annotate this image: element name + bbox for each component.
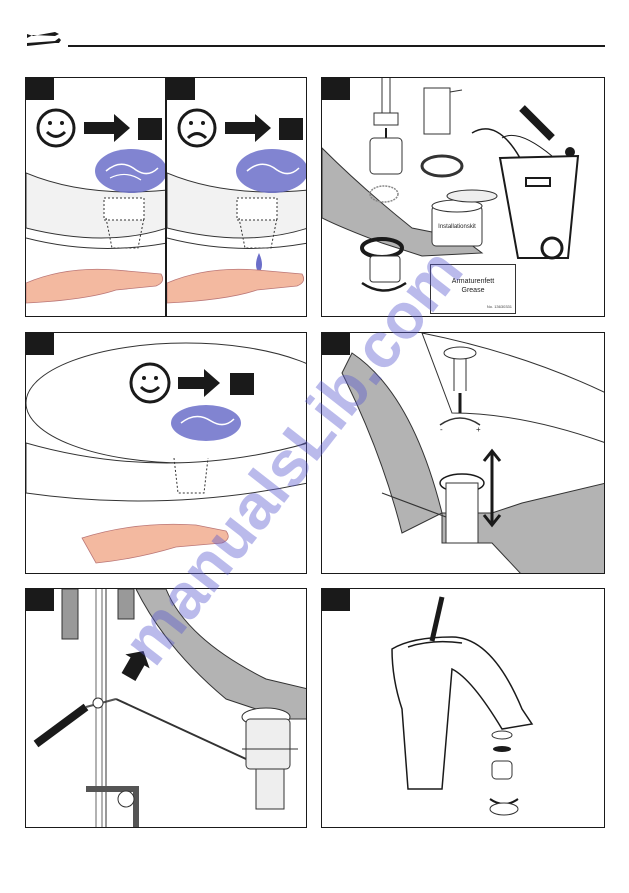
adjust-plus-label: + xyxy=(476,425,481,434)
grease-jar-label: Installationskit xyxy=(434,223,480,232)
adjust-minus-label: - xyxy=(440,425,443,434)
down-arrow-icon xyxy=(121,651,150,681)
drain-insert-icon xyxy=(423,87,451,135)
rotate-arrow-icon xyxy=(361,281,407,292)
rotate-arrow-icon xyxy=(439,417,481,426)
faucet-lever xyxy=(429,596,445,642)
arrow-icon xyxy=(84,114,130,142)
battery-icon xyxy=(519,105,555,141)
water-swirl-icon xyxy=(95,149,165,193)
step-number-box xyxy=(167,78,195,100)
seal-ring-icon xyxy=(420,154,464,178)
tools-icon xyxy=(27,32,61,46)
adjust-plug-illustration xyxy=(341,333,604,573)
connect-rod-illustration xyxy=(33,589,306,827)
panel-connect-rod xyxy=(25,588,307,828)
good-drain-illustration xyxy=(26,108,165,304)
aerator-icon xyxy=(491,760,513,780)
step-number-box xyxy=(322,333,350,355)
smiley-icon xyxy=(36,108,76,148)
frown-icon xyxy=(177,108,217,148)
arrow-icon xyxy=(225,114,271,142)
part-number: No. 13630331 xyxy=(486,304,512,309)
panel-grease-disposal: Installationskit Armaturenfett Grease No… xyxy=(321,77,605,317)
panel-adjust-plug: - + xyxy=(321,332,605,574)
good-drain-large-illustration xyxy=(26,342,306,564)
hand-icon xyxy=(81,523,229,564)
screwdriver-icon xyxy=(33,703,89,748)
faucet-icon xyxy=(391,636,534,790)
water-swirl-icon xyxy=(171,405,241,441)
grease-label-line1: Armaturenfett xyxy=(451,278,495,285)
step-number-box xyxy=(26,333,54,355)
step-number-box xyxy=(26,589,54,611)
step-number-box xyxy=(322,589,350,611)
panel-bad-drain xyxy=(166,77,307,317)
bad-drain-illustration xyxy=(167,108,306,304)
panel-aerator xyxy=(321,588,605,828)
water-drop-icon xyxy=(256,253,262,273)
aerator-illustration xyxy=(391,596,534,816)
arrow-icon xyxy=(178,369,220,397)
hand-icon xyxy=(26,268,164,304)
smiley-icon xyxy=(129,362,171,404)
hand-icon xyxy=(167,268,305,304)
step-number-box xyxy=(26,78,54,100)
header-rule xyxy=(68,45,605,47)
drain-plug-icon xyxy=(369,137,403,175)
water-swirl-icon xyxy=(236,149,306,193)
panel-good-drain-large xyxy=(25,332,307,574)
panel-good-drain xyxy=(25,77,166,317)
step-number-box xyxy=(322,78,350,100)
grease-label-line2: Grease xyxy=(461,287,485,294)
trash-bin-icon xyxy=(498,154,580,259)
grease-info-box: Armaturenfett Grease No. 13630331 xyxy=(430,264,516,314)
